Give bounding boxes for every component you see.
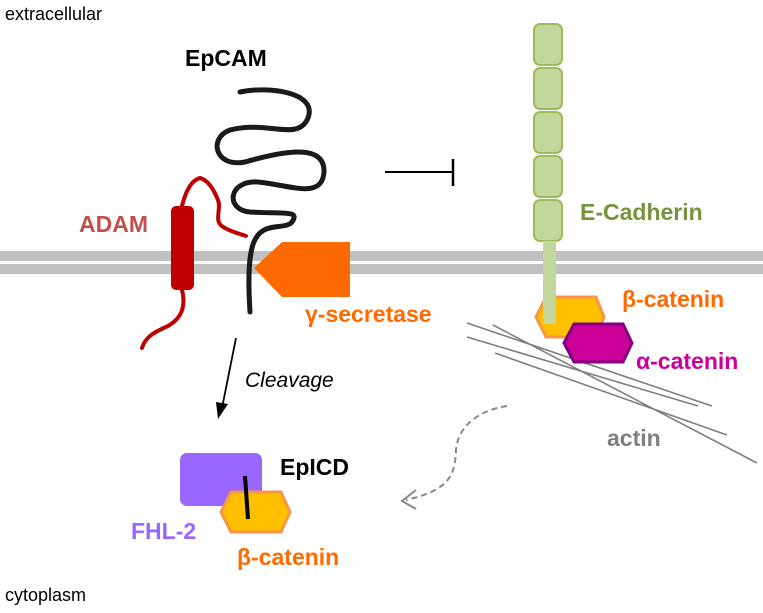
e-cadherin-domain [533, 111, 563, 154]
translocation-arrowhead-icon [400, 489, 417, 510]
adam-transmembrane-domain [171, 206, 194, 290]
e-cadherin-label: E-Cadherin [580, 199, 703, 225]
cleavage-label: Cleavage [245, 369, 334, 392]
membrane-inner-leaflet [0, 264, 763, 274]
actin-filament [492, 324, 758, 464]
e-cadherin-domain [533, 23, 563, 66]
adam-extracellular-loop [180, 175, 248, 238]
adam-label: ADAM [79, 211, 148, 237]
e-cadherin-domain [533, 155, 563, 198]
epicd-fragment [243, 475, 250, 520]
actin-filament [466, 322, 713, 407]
e-cadherin-domain [533, 199, 563, 242]
fhl2-label: FHL-2 [131, 518, 197, 544]
gamma-secretase-shape [254, 242, 350, 297]
actin-filament [494, 352, 728, 436]
region-label-cytoplasm: cytoplasm [5, 585, 87, 605]
alpha-catenin-shape [562, 322, 634, 364]
gamma-secretase-label: γ-secretase [305, 301, 432, 327]
e-cadherin-domain [533, 67, 563, 110]
alpha-catenin-label: α-catenin [636, 348, 739, 374]
beta-catenin-complex-shape [219, 490, 292, 534]
membrane-outer-leaflet [0, 251, 763, 261]
cleavage-arrowhead-icon [216, 402, 228, 419]
actin-filaments [466, 322, 758, 464]
region-label-extracellular: extracellular [5, 4, 103, 24]
epcam-label: EpCAM [185, 45, 267, 71]
actin-filament [466, 336, 699, 407]
beta-catenin-membrane-label: β-catenin [622, 286, 725, 312]
actin-label: actin [607, 425, 661, 451]
adam-intracellular-tail [140, 288, 186, 350]
epicd-label: EpICD [280, 454, 349, 480]
cleavage-arrow-line [221, 337, 237, 409]
epcam-protein [214, 87, 327, 315]
e-cadherin [533, 23, 563, 242]
translocation-dashed-arrow [405, 405, 508, 501]
beta-catenin-complex-label: β-catenin [237, 544, 340, 570]
e-cadherin-transmembrane-stalk [543, 241, 556, 324]
